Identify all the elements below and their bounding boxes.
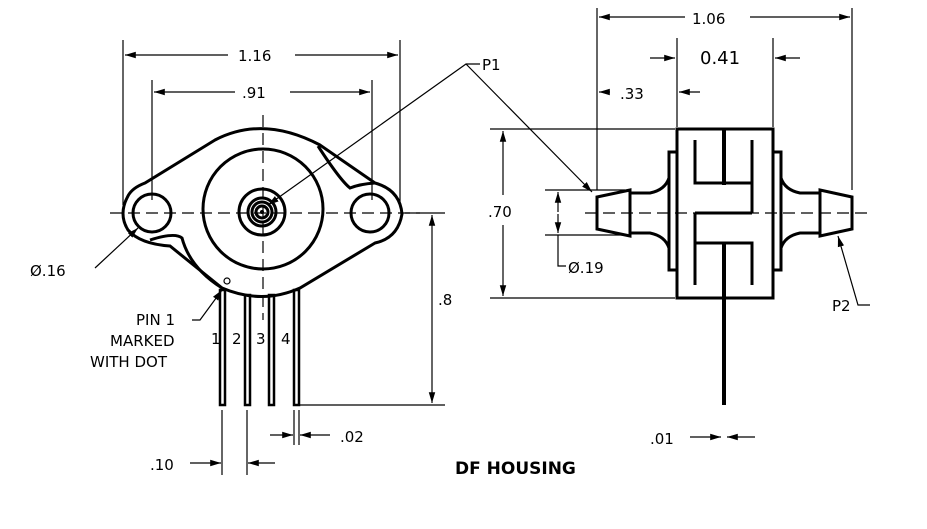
dim-hole-diameter: Ø.16 — [30, 262, 66, 280]
dim-port-diameter: Ø.19 — [568, 259, 604, 277]
pin-number: 4 — [281, 330, 291, 348]
pin-note-line: WITH DOT — [90, 353, 168, 371]
port-label-p2: P2 — [832, 297, 851, 315]
pin-number: 1 — [211, 330, 221, 348]
dim-overall-length: 1.06 — [692, 10, 725, 28]
side-view: 1.06 0.41 .33 .70 Ø.19 P2 .01 — [488, 8, 870, 448]
pin-number: 3 — [256, 330, 266, 348]
housing-fillet — [316, 145, 376, 190]
port-p1 — [237, 187, 287, 237]
pin-number: 2 — [232, 330, 242, 348]
dim-body-width: 0.41 — [700, 48, 740, 69]
dim-hole-spacing: .91 — [242, 84, 266, 102]
dim-lead-thickness: .01 — [650, 430, 674, 448]
dim-lead-length: .8 — [438, 291, 452, 309]
port-label-p1: P1 — [482, 56, 501, 74]
pin-note-line: MARKED — [110, 332, 175, 350]
pin1-dot — [223, 277, 231, 285]
dim-overall-width: 1.16 — [238, 47, 271, 65]
housing-fillet — [149, 233, 223, 290]
flange — [771, 150, 783, 272]
dim-port-length: .33 — [620, 85, 644, 103]
dim-lead-width: .02 — [340, 428, 364, 446]
dim-body-height: .70 — [488, 203, 512, 221]
front-view: 1 2 3 4 1.16 .91 Ø.16 .8 PIN 1 MARKED WI… — [30, 40, 593, 475]
pin-note-line: PIN 1 — [136, 311, 175, 329]
drawing-title: DF HOUSING — [455, 459, 576, 479]
port-p1-barb — [595, 188, 632, 238]
pins — [218, 288, 301, 407]
port-p2-barb — [818, 188, 854, 238]
flange — [667, 150, 679, 272]
dim-lead-pitch: .10 — [150, 456, 174, 474]
